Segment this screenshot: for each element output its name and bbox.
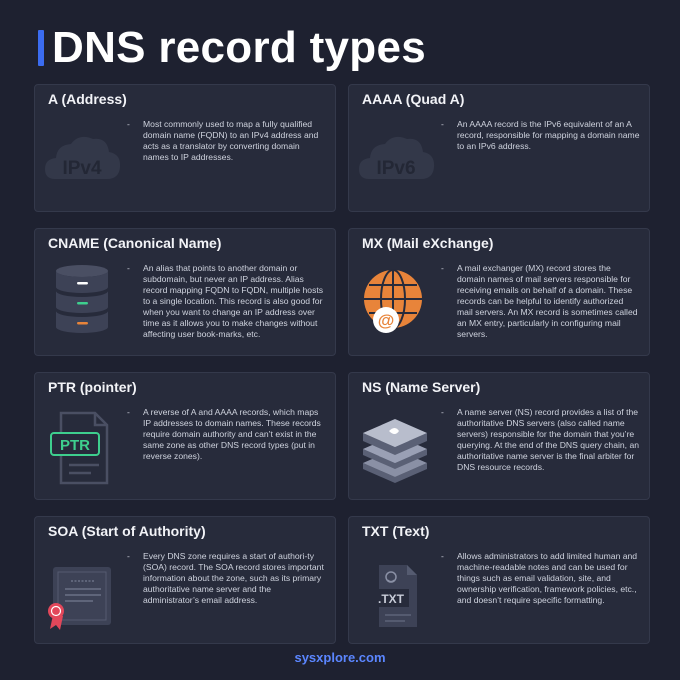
card-description: A name server (NS) record provides a lis… — [457, 407, 640, 472]
txt-file-icon: .TXT — [355, 551, 437, 633]
card-aaaa-record: AAAA (Quad A) IPv6 - An AAAA record is t… — [348, 84, 650, 212]
svg-text:@: @ — [378, 311, 395, 330]
icon-label: IPv4 — [62, 158, 102, 179]
card-title: TXT (Text) — [362, 523, 430, 539]
server-stack-icon — [355, 407, 437, 489]
page-title: DNS record types — [52, 23, 427, 72]
card-title: PTR (pointer) — [48, 379, 137, 395]
card-title: AAAA (Quad A) — [362, 91, 465, 107]
database-icon — [41, 263, 123, 345]
card-description: Every DNS zone requires a start of autho… — [143, 551, 324, 605]
card-title: NS (Name Server) — [362, 379, 481, 395]
card-description: Most commonly used to map a fully qualif… — [143, 119, 319, 162]
card-title: MX (Mail eXchange) — [362, 235, 494, 251]
card-title: CNAME (Canonical Name) — [48, 235, 222, 251]
ptr-file-icon: PTR — [41, 407, 123, 489]
card-soa-record: SOA (Start of Authority) - Every DNS zon… — [34, 516, 336, 644]
card-txt-record: TXT (Text) .TXT - Allows administrators … — [348, 516, 650, 644]
record-grid: A (Address) IPv4 - Most commonly used to… — [34, 84, 652, 644]
card-description: A reverse of A and AAAA records, which m… — [143, 407, 321, 461]
globe-at-sign-icon: @ — [355, 263, 437, 345]
card-ptr-record: PTR (pointer) PTR - A reverse of A and A… — [34, 372, 336, 500]
cloud-ipv4-icon: IPv4 — [41, 119, 123, 201]
card-title: A (Address) — [48, 91, 127, 107]
card-description: An alias that points to another domain o… — [143, 263, 324, 339]
icon-label: .TXT — [378, 592, 405, 606]
card-description: Allows administrators to add limited hum… — [457, 551, 638, 605]
card-title: SOA (Start of Authority) — [48, 523, 206, 539]
title-accent-bar — [38, 30, 44, 66]
card-description: An AAAA record is the IPv6 equivalent of… — [457, 119, 640, 151]
card-cname-record: CNAME (Canonical Name) - An alias that p… — [34, 228, 336, 356]
icon-label: PTR — [60, 437, 90, 454]
footer-site-link[interactable]: sysxplore.com — [294, 650, 386, 665]
certificate-icon — [41, 551, 123, 633]
card-mx-record: MX (Mail eXchange) @ - A mail exchanger … — [348, 228, 650, 356]
card-description: A mail exchanger (MX) record stores the … — [457, 263, 638, 339]
card-a-record: A (Address) IPv4 - Most commonly used to… — [34, 84, 336, 212]
icon-label: IPv6 — [376, 158, 415, 179]
card-ns-record: NS (Name Server) - A name server (NS) re… — [348, 372, 650, 500]
cloud-ipv6-icon: IPv6 — [355, 119, 437, 201]
